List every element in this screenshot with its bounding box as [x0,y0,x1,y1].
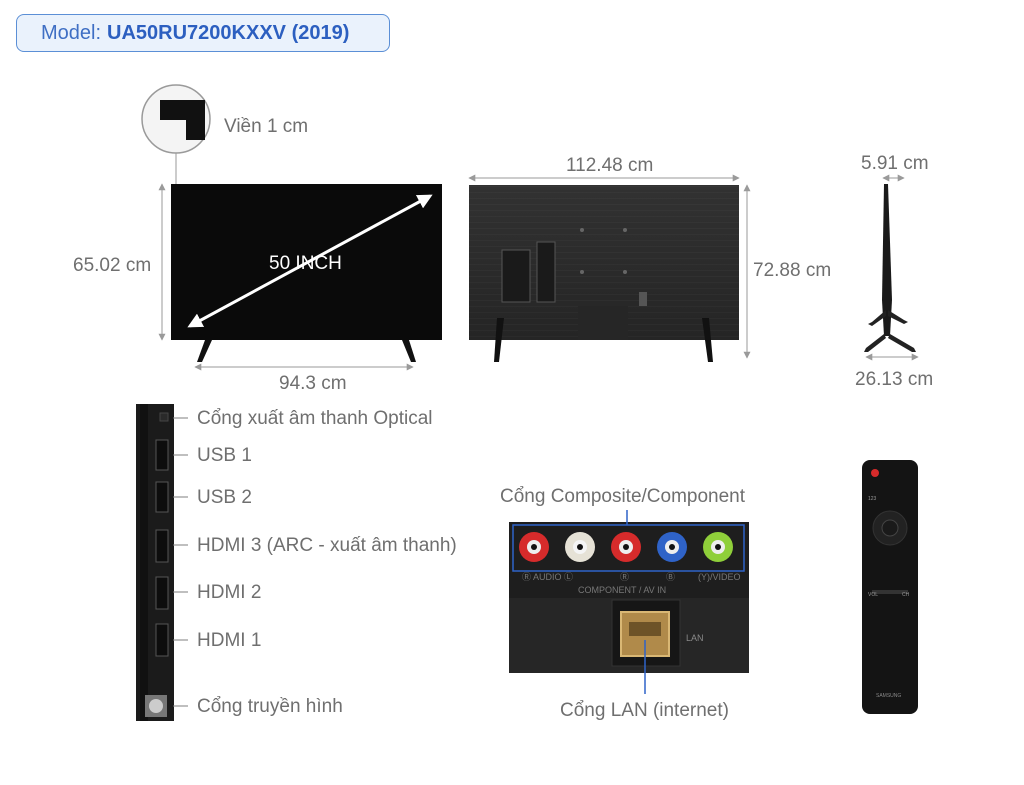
port-label-usb2: USB 2 [197,487,252,508]
rear-port-panel: Ⓡ AUDIO Ⓛ Ⓡ Ⓑ (Y)/VIDEO COMPONENT / AV I… [509,510,749,694]
rca-jack-white [565,532,595,562]
panel-text-video: (Y)/VIDEO [698,572,741,582]
front-width-label: 94.3 cm [279,373,347,394]
model-label: Model: [41,21,102,44]
back-width-label: 112.48 cm [566,155,654,176]
screen-size-label: 50 INCH [269,253,342,274]
port-label-hdmi3: HDMI 3 (ARC - xuất âm thanh) [197,535,457,556]
bezel-label: Viền 1 cm [224,116,309,137]
port-label-optical: Cổng xuất âm thanh Optical [197,408,433,429]
model-badge: Model: UA50RU7200KXXV (2019) [16,14,390,52]
port-label-usb1: USB 1 [197,445,252,466]
back-height-label: 72.88 cm [753,260,832,281]
tv-back [469,185,739,362]
depth-top-label: 5.91 cm [861,153,929,174]
port-label-hdmi2: HDMI 2 [197,582,262,603]
composite-label: Cổng Composite/Component [500,486,746,507]
port-label-hdmi1: HDMI 1 [197,630,262,651]
side-port-strip [136,404,188,721]
model-value: UA50RU7200KXXV (2019) [107,21,350,44]
remote-key-ch: CH [902,592,910,598]
tv-front [171,184,442,362]
rca-jack-red-1 [519,532,549,562]
panel-text-component: COMPONENT / AV IN [578,585,666,595]
lan-label: Cổng LAN (internet) [560,700,729,721]
port-label-antenna: Cổng truyền hình [197,696,343,717]
rca-jack-blue [657,532,687,562]
panel-text-r: Ⓡ [620,572,629,582]
panel-text-lan: LAN [686,633,704,643]
stand-depth-label: 26.13 cm [855,369,934,390]
remote-control: 123 VOL CH SAMSUNG [862,460,918,714]
tv-side [864,184,916,352]
rca-jack-green [703,532,733,562]
bezel-zoom [141,84,211,184]
remote-brand: SAMSUNG [876,693,901,699]
panel-text-b: Ⓑ [666,572,675,582]
remote-key-123: 123 [868,496,877,502]
front-height-label: 65.02 cm [73,255,152,276]
rca-jack-red-2 [611,532,641,562]
panel-text-audio: Ⓡ AUDIO Ⓛ [522,572,573,582]
remote-key-vol: VOL [868,592,878,598]
